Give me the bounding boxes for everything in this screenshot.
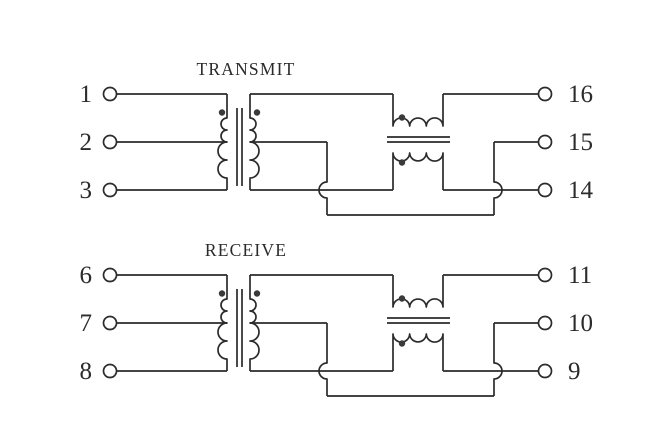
pin-label: 10	[568, 310, 593, 337]
circuit-title: TRANSMIT	[196, 59, 295, 79]
receive-section: RECEIVE 6 7 8 11 10 9	[80, 240, 593, 397]
pin-terminal-right-bottom	[537, 363, 553, 379]
pin-label: 7	[80, 310, 93, 337]
secondary-winding	[249, 275, 260, 371]
pin-label: 14	[568, 177, 594, 204]
pin-label: 1	[80, 81, 93, 108]
choke-core	[387, 136, 450, 143]
pin-terminal-left-bottom	[102, 182, 118, 198]
transmit-section: TRANSMIT 1 2 3 16 15 14	[80, 59, 594, 216]
crossover-hop-right	[493, 323, 503, 396]
pin-terminal-right-top	[537, 86, 553, 102]
pin-terminal-left-top	[102, 86, 118, 102]
pin-label: 8	[80, 358, 93, 385]
pin-label: 15	[568, 129, 593, 156]
choke-bottom-winding	[392, 152, 444, 190]
primary-winding	[217, 94, 228, 190]
pin-terminal-left-top	[102, 267, 118, 283]
choke-top-winding	[392, 94, 444, 127]
polarity-dot-secondary	[253, 290, 261, 297]
crossover-hop-right	[493, 142, 503, 215]
wire-segments	[117, 93, 538, 216]
pin-terminal-right-bottom	[537, 182, 553, 198]
choke-top-winding	[392, 275, 444, 308]
pin-terminal-left-bottom	[102, 363, 118, 379]
pin-terminal-right-mid	[537, 315, 553, 331]
polarity-dot-choke-bottom	[398, 340, 406, 347]
crossover-hop-left	[318, 142, 328, 215]
polarity-dot-choke-top	[398, 114, 406, 121]
transformer-core	[236, 289, 243, 367]
primary-winding	[217, 275, 228, 371]
choke-core	[387, 317, 450, 324]
crossover-hop-left	[318, 323, 328, 396]
choke-bottom-winding	[392, 333, 444, 371]
pin-label: 3	[80, 177, 93, 204]
transformer-core	[236, 108, 243, 186]
pin-label: 11	[568, 262, 592, 289]
wire-segments	[117, 274, 538, 397]
circuit-title: RECEIVE	[205, 240, 287, 260]
pin-label: 9	[568, 358, 581, 385]
polarity-dot-choke-top	[398, 295, 406, 302]
pin-label: 2	[80, 129, 93, 156]
polarity-dot-primary	[218, 290, 226, 297]
pin-terminal-left-mid	[102, 315, 118, 331]
pin-terminal-right-mid	[537, 134, 553, 150]
pin-label: 16	[568, 81, 593, 108]
pin-terminal-right-top	[537, 267, 553, 283]
pin-terminal-left-mid	[102, 134, 118, 150]
polarity-dot-secondary	[253, 109, 261, 116]
pin-label: 6	[80, 262, 93, 289]
polarity-dot-choke-bottom	[398, 159, 406, 166]
polarity-dot-primary	[218, 109, 226, 116]
secondary-winding	[249, 94, 260, 190]
